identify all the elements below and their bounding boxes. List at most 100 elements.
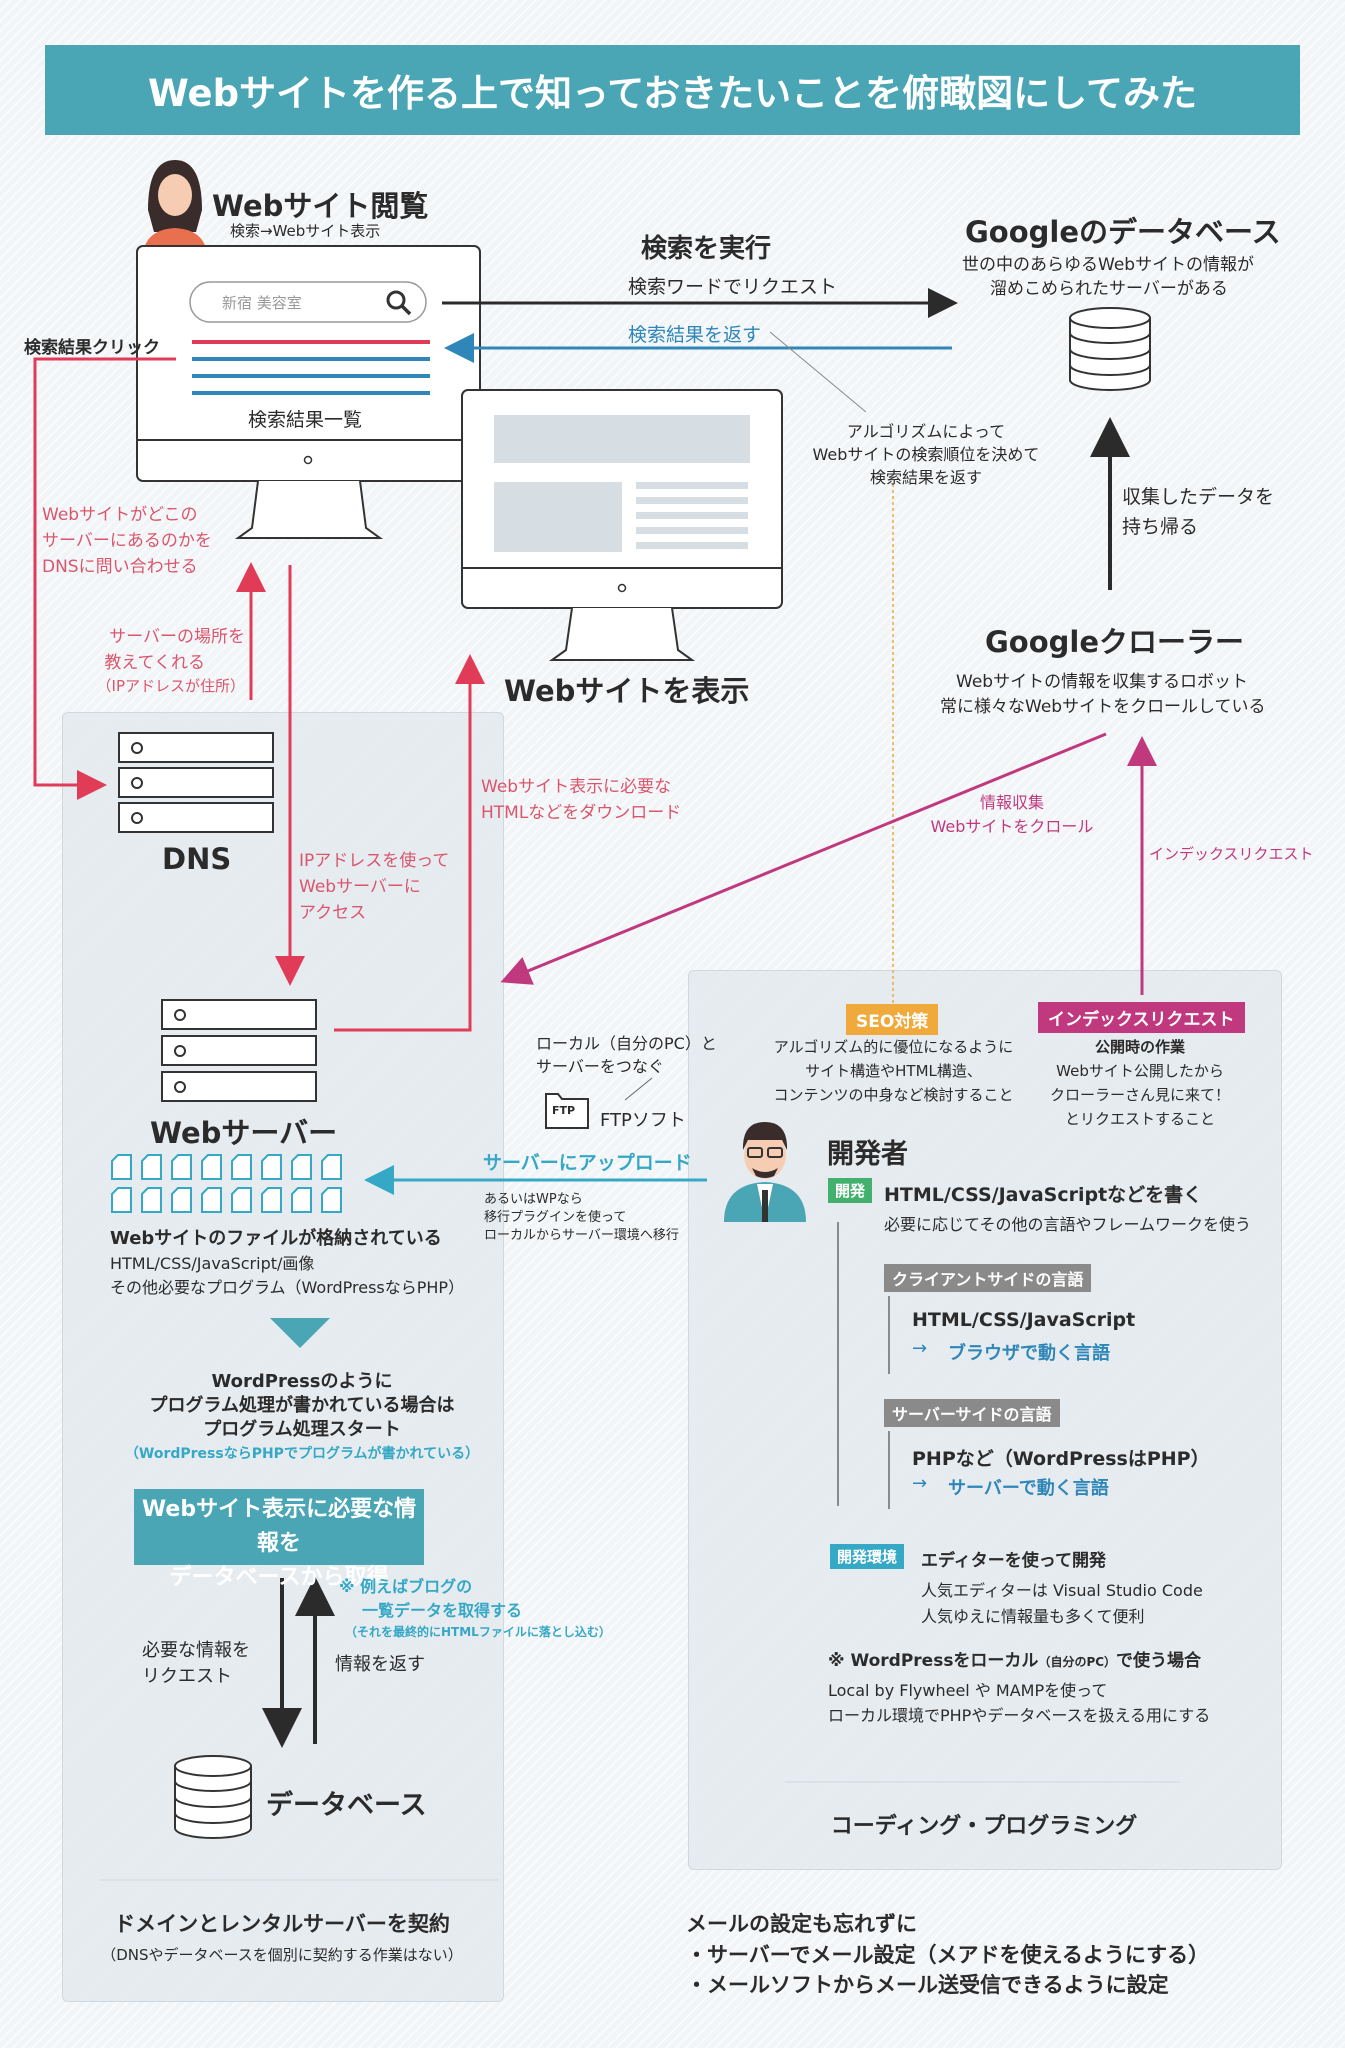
mail-item-2: ・メールソフトからメール送受信できるように設定 [686, 1973, 1169, 1997]
page-title: Webサイトを作る上で知っておきたいことを俯瞰図にしてみた [45, 45, 1300, 135]
crawler-desc2: 常に様々なWebサイトをクロールしている [940, 697, 1266, 717]
program-line-3: プログラム処理スタート [203, 1419, 401, 1440]
seo-line-3: コンテンツの中身など検討すること [773, 1086, 1014, 1104]
seo-badge: SEO対策 [846, 1004, 939, 1035]
file-icon [321, 1187, 342, 1213]
seo-line-1: アルゴリズム的に優位になるように [773, 1038, 1014, 1056]
ip-access-line-1: IPアドレスを使って [299, 851, 450, 871]
files-line-1: HTML/CSS/JavaScript/画像 [110, 1254, 315, 1273]
collected-line-2: 持ち帰る [1122, 516, 1199, 538]
crawl-label-1: 情報収集 [979, 793, 1044, 812]
local-title-small: （自分のPC） [1038, 1655, 1117, 1669]
click-label: 検索結果クリック [24, 338, 160, 358]
file-icon [291, 1187, 312, 1213]
dev-footer: コーディング・プログラミング [830, 1814, 1138, 1839]
dns-label: DNS [162, 842, 232, 876]
viewer-subtitle: 検索→Webサイト表示 [230, 222, 381, 240]
server-arrow: → [912, 1473, 928, 1494]
algorithm-line-1: アルゴリズムによって [846, 422, 1006, 441]
file-icon [141, 1154, 162, 1180]
collected-line-1: 収集したデータを [1122, 486, 1275, 508]
server-badge: サーバーサイドの言語 [884, 1399, 1060, 1427]
local-title-end: で使う場合 [1116, 1651, 1202, 1671]
viewer-monitor [136, 245, 481, 539]
ftp-label: FTPソフト [600, 1110, 686, 1131]
client-badge: クライアントサイドの言語 [884, 1264, 1092, 1292]
file-icon [261, 1187, 282, 1213]
file-icon [261, 1154, 282, 1180]
mail-item-1: ・サーバーでメール設定（メアドを使えるようにする） [686, 1943, 1210, 1967]
dns-answer-line-1: サーバーの場所を [109, 627, 245, 647]
index-line-1: Webサイト公開したから [1056, 1062, 1224, 1080]
index-line-2: クローラーさん見に来て！ [1049, 1086, 1230, 1104]
file-icons [111, 1154, 342, 1213]
crawler-desc1: Webサイトの情報を収集するロボット [956, 672, 1249, 692]
dev-text: HTML/CSS/JavaScriptなどを書く [884, 1184, 1203, 1206]
ftp-leader-line [624, 1077, 653, 1101]
server-note: サーバーで動く言語 [948, 1478, 1109, 1499]
algorithm-line-2: Webサイトの検索順位を決めて [812, 445, 1040, 464]
developer-avatar-icon [724, 1122, 806, 1222]
client-note: ブラウザで動く言語 [948, 1343, 1110, 1364]
ip-access-line-3: アクセス [299, 903, 367, 923]
crawler-title: Googleクローラー [985, 625, 1245, 659]
google-database-icon [1069, 307, 1151, 391]
dev-badge: 開発 [828, 1178, 873, 1203]
db-request-line-2: リクエスト [142, 1666, 232, 1687]
dns-server-icon [118, 732, 274, 833]
user-avatar-icon [143, 160, 207, 258]
migrate-line-1: あるいはWPなら [484, 1192, 583, 1207]
env-line-2: 人気ゆえに情報量も多くて便利 [921, 1607, 1145, 1626]
env-text: エディターを使って開発 [921, 1551, 1106, 1571]
flow-down-triangle-icon [270, 1318, 330, 1348]
seo-line-2: サイト構造やHTML構造、 [805, 1062, 982, 1080]
blog-note-2: 一覧データを取得する [362, 1601, 523, 1620]
webserver-title: Webサーバー [150, 1116, 338, 1150]
program-note: （WordPressならPHPでプログラムが書かれている） [124, 1446, 480, 1462]
viewer-title: Webサイト閲覧 [212, 189, 429, 223]
contract-title: ドメインとレンタルサーバーを契約 [114, 1912, 450, 1936]
page-title-text: Webサイトを作る上で知っておきたいことを俯瞰図にしてみた [147, 72, 1197, 115]
search-icon [386, 290, 412, 316]
file-icon [171, 1187, 192, 1213]
local-line-2: ローカル環境でPHPやデータベースを扱える用にする [828, 1706, 1211, 1725]
display-title: Webサイトを表示 [504, 674, 750, 708]
file-icon [171, 1154, 192, 1180]
index-title: 公開時の作業 [1094, 1038, 1185, 1056]
file-icon [291, 1154, 312, 1180]
click-to-dns-arrow [33, 357, 176, 800]
database-label: データベース [266, 1790, 427, 1821]
file-icon [231, 1187, 252, 1213]
dns-query-line-2: サーバーにあるのかを [42, 531, 212, 551]
client-lang: HTML/CSS/JavaScript [912, 1309, 1136, 1331]
files-title: Webサイトのファイルが格納されている [110, 1228, 442, 1249]
dns-query-line-1: Webサイトがどこの [42, 505, 198, 525]
db-return-label: 情報を返す [335, 1654, 425, 1675]
env-line-1: 人気エディターは Visual Studio Code [921, 1581, 1203, 1600]
file-icon [201, 1154, 222, 1180]
upload-label: サーバーにアップロード [483, 1152, 692, 1174]
dns-query-line-3: DNSに問い合わせる [42, 557, 198, 577]
db-fetch-line-1: Webサイト表示に必要な情報を [141, 1497, 417, 1556]
download-line-2: HTMLなどをダウンロード [481, 803, 682, 823]
ftp-local-2: サーバーをつなぐ [536, 1057, 664, 1076]
algorithm-leader-line [769, 331, 867, 413]
file-icon [321, 1154, 342, 1180]
migrate-line-3: ローカルからサーバー環境へ移行 [484, 1228, 679, 1243]
search-input[interactable]: 新宿 美容室 [222, 294, 302, 312]
dns-answer-line-3: （IPアドレスが住所） [96, 677, 245, 695]
search-title: 検索を実行 [641, 234, 772, 264]
db-request-line-1: 必要な情報を [142, 1640, 250, 1661]
web-server-icon [161, 999, 317, 1102]
crawl-arrow [500, 732, 1107, 985]
file-icon [141, 1187, 162, 1213]
dns-answer-line-2: 教えてくれる [104, 653, 205, 673]
download-arrow [334, 654, 485, 1032]
index-request-label: インデックスリクエスト [1149, 845, 1314, 863]
server-panel [62, 712, 504, 2002]
program-line-2: プログラム処理が書かれている場合は [149, 1395, 455, 1416]
file-icon [201, 1187, 222, 1213]
dev-sub: 必要に応じてその他の言語やフレームワークを使う [884, 1215, 1252, 1234]
db-fetch-box: Webサイト表示に必要な情報を データベースから取得 [134, 1489, 424, 1590]
